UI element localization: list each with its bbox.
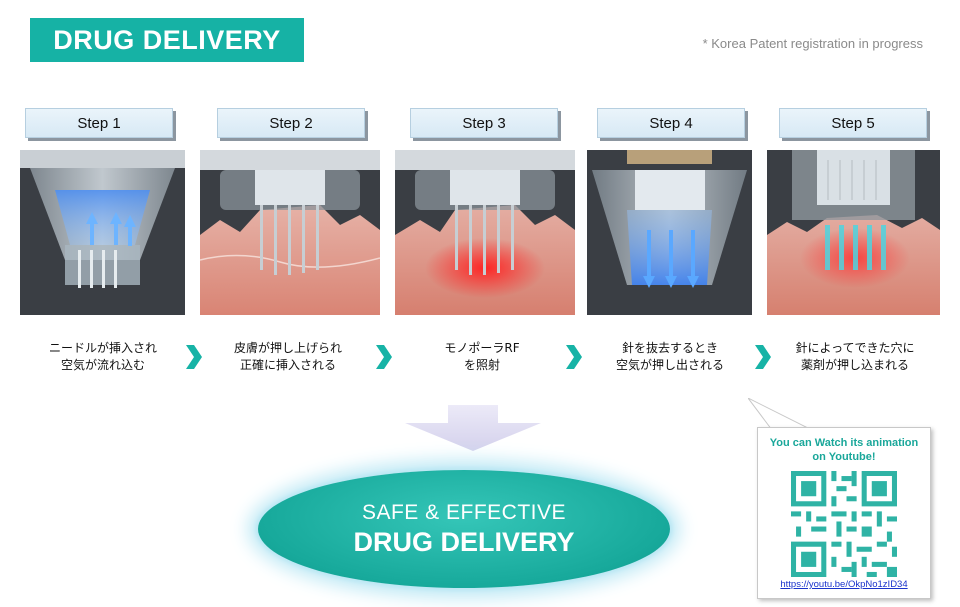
qr-caption-line1: You can Watch its animation xyxy=(769,437,919,449)
qr-caption-line2: on Youtube! xyxy=(812,451,876,463)
step-3-label: Step 3 xyxy=(410,108,558,138)
step-5-caption: 針によってできた穴に 薬剤が押し込まれる xyxy=(770,340,940,374)
step-4-caption-line1: 針を抜去するとき xyxy=(621,341,718,355)
step-3-caption: モノポーラRF を照射 xyxy=(397,340,567,374)
youtube-link[interactable]: https://youtu.be/OkpNo1zID34 xyxy=(780,579,908,590)
chevron-right-icon xyxy=(186,345,202,369)
step-1-caption-line1: ニードルが挿入され xyxy=(48,341,157,355)
step-1-label: Step 1 xyxy=(25,108,173,138)
step-3-illustration xyxy=(395,150,575,315)
step-2-label: Step 2 xyxy=(217,108,365,138)
step-5-illustration xyxy=(767,150,940,315)
qr-caption: You can Watch its animation on Youtube! xyxy=(758,436,930,464)
qr-code-icon[interactable] xyxy=(791,471,897,577)
patent-note: * Korea Patent registration in progress xyxy=(702,36,923,51)
page-title: DRUG DELIVERY xyxy=(30,18,304,62)
step-5-caption-line1: 針によってできた穴に xyxy=(795,341,915,355)
step-1-illustration xyxy=(20,150,185,315)
chevron-right-icon xyxy=(566,345,582,369)
step-2-illustration xyxy=(200,150,380,315)
step-2-caption-line2: 正確に挿入される xyxy=(239,358,336,372)
result-badge: SAFE & EFFECTIVE DRUG DELIVERY xyxy=(258,470,670,588)
step-1-caption-line2: 空気が流れ込む xyxy=(60,358,145,372)
step-3-caption-line1: モノポーラRF xyxy=(444,341,520,355)
step-4-caption-line2: 空気が押し出される xyxy=(615,358,724,372)
step-5-caption-line2: 薬剤が押し込まれる xyxy=(800,358,909,372)
chevron-right-icon xyxy=(376,345,392,369)
step-2-caption-line1: 皮膚が押し上げられ xyxy=(233,341,342,355)
step-5-label: Step 5 xyxy=(779,108,927,138)
step-4-illustration xyxy=(587,150,752,315)
chevron-right-icon xyxy=(755,345,771,369)
result-line2: DRUG DELIVERY xyxy=(353,526,575,557)
down-arrow-icon xyxy=(405,405,541,451)
step-2-caption: 皮膚が押し上げられ 正確に挿入される xyxy=(203,340,373,374)
step-1-caption: ニードルが挿入され 空気が流れ込む xyxy=(18,340,188,374)
step-4-caption: 針を抜去するとき 空気が押し出される xyxy=(585,340,755,374)
qr-callout: You can Watch its animation on Youtube! xyxy=(757,427,931,599)
result-line1: SAFE & EFFECTIVE xyxy=(361,500,567,524)
step-3-caption-line2: を照射 xyxy=(463,358,500,372)
step-4-label: Step 4 xyxy=(597,108,745,138)
